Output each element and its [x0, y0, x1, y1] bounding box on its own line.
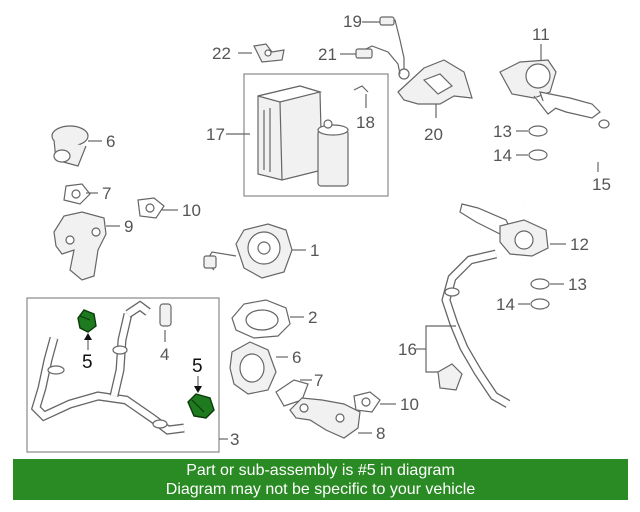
callout-21: 21	[318, 45, 337, 64]
part-7-gasket-upper[interactable]	[63, 183, 98, 205]
notice-line-1: Part or sub-assembly is #5 in diagram	[186, 462, 455, 479]
callout-14-lower: 14	[496, 295, 515, 314]
part-12-combination-valve[interactable]	[459, 203, 566, 257]
part-2-pump-gasket[interactable]	[231, 299, 304, 339]
callout-19: 19	[343, 12, 362, 31]
callout-15: 15	[592, 175, 611, 194]
callout-3: 3	[230, 430, 239, 449]
part-13-o-ring-upper[interactable]	[516, 125, 548, 137]
callout-7-lower: 7	[314, 371, 323, 390]
callout-10-lower: 10	[400, 395, 419, 414]
part-6-check-valve-upper[interactable]	[51, 125, 102, 167]
part-16-hose[interactable]	[416, 249, 511, 408]
callout-17: 17	[206, 125, 225, 144]
callout-7-upper: 7	[102, 184, 111, 203]
part-5-hose-clamp-lower[interactable]	[187, 393, 215, 419]
callout-8: 8	[376, 424, 385, 443]
part-17-purge-canister[interactable]	[226, 85, 349, 187]
part-15-air-pipe[interactable]	[523, 119, 610, 212]
part-9-pipe-bracket[interactable]	[53, 211, 120, 281]
diagram-notice-banner: Part or sub-assembly is #5 in diagram Di…	[13, 459, 628, 500]
callout-6-lower: 6	[292, 348, 301, 367]
callout-5-upper: 5	[82, 352, 93, 373]
callout-4: 4	[160, 345, 169, 364]
callout-16: 16	[398, 340, 417, 359]
callout-6-upper: 6	[106, 132, 115, 151]
part-5-hose-clamp-upper[interactable]	[77, 309, 97, 333]
part-10-gasket-upper[interactable]	[137, 197, 178, 219]
callout-13-lower: 13	[568, 275, 587, 294]
callout-5-lower: 5	[192, 356, 203, 377]
part-10-gasket-lower[interactable]	[353, 391, 396, 413]
part-14-o-ring-lower[interactable]	[518, 298, 550, 310]
part-8-pipe-bracket[interactable]	[289, 397, 372, 439]
callout-2: 2	[308, 308, 317, 327]
part-22-bracket[interactable]	[238, 43, 285, 63]
notice-line-2: Diagram may not be specific to your vehi…	[165, 481, 476, 498]
part-18-clip[interactable]	[353, 85, 369, 108]
callout-14-upper: 14	[493, 146, 512, 165]
callout-12: 12	[570, 235, 589, 254]
callout-20: 20	[424, 125, 443, 144]
callout-13-upper: 13	[493, 122, 512, 141]
hose-assembly-group-frame	[26, 297, 220, 453]
part-13-o-ring-lower[interactable]	[530, 278, 564, 290]
callout-9: 9	[124, 217, 133, 236]
part-14-o-ring-upper[interactable]	[516, 149, 548, 161]
callout-11: 11	[532, 25, 550, 44]
part-19-oxygen-sensor[interactable]	[362, 16, 410, 80]
callout-1: 1	[310, 241, 319, 260]
callout-5-lower-arrow	[194, 376, 202, 393]
part-3-hose-assembly[interactable]	[30, 300, 228, 440]
part-1-secondary-air-pump[interactable]	[203, 223, 306, 279]
part-11-valve-housing[interactable]	[499, 44, 601, 119]
callout-18: 18	[356, 113, 375, 132]
callout-22: 22	[212, 44, 231, 63]
part-21-sensor[interactable]	[340, 45, 401, 75]
purge-canister-group-frame	[243, 73, 389, 197]
callout-5-upper-arrow	[84, 333, 92, 350]
part-20-heat-shield-bracket[interactable]	[397, 59, 473, 118]
part-4-hose-clip[interactable]	[159, 303, 172, 342]
part-6-check-valve-lower[interactable]	[229, 341, 288, 395]
callout-10-upper: 10	[182, 201, 201, 220]
